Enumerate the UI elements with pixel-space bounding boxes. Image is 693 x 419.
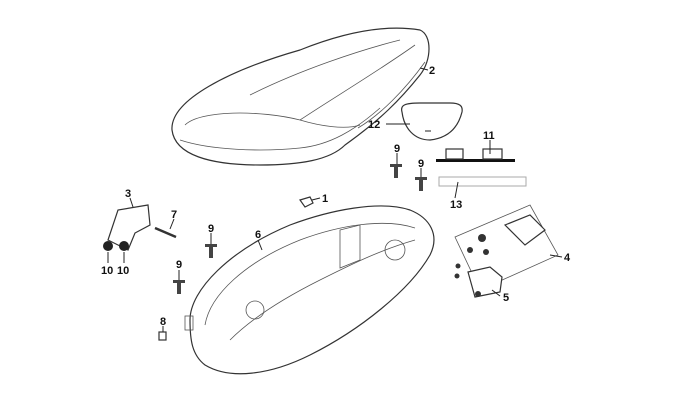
callout-9d: 9: [176, 259, 182, 271]
clip-part: [299, 196, 314, 208]
callout-3: 3: [125, 188, 131, 200]
callout-5: 5: [503, 292, 509, 304]
callout-7: 7: [171, 209, 177, 221]
callout-1: 1: [322, 193, 328, 205]
callout-10a: 10: [101, 265, 113, 277]
nut-part: [103, 241, 113, 251]
bolt-part: [154, 226, 177, 239]
seat-part: [171, 27, 430, 166]
callout-12: 12: [368, 119, 380, 131]
speed-nut-part: [158, 331, 167, 341]
callout-4: 4: [564, 252, 571, 264]
hinge-bracket-part: [107, 204, 151, 251]
callout-6: 6: [255, 229, 261, 241]
seat-pad-part: [400, 102, 463, 141]
callout-2: 2: [429, 65, 435, 77]
nut-part: [119, 241, 129, 251]
callout-10b: 10: [117, 265, 129, 277]
callout-9a: 9: [394, 143, 400, 155]
lock-actuator-part: [454, 263, 503, 298]
callout-9b: 9: [418, 158, 424, 170]
callout-9c: 9: [208, 223, 214, 235]
screws: [173, 164, 427, 294]
callout-11: 11: [483, 130, 495, 142]
callout-13: 13: [450, 199, 462, 211]
helmet-box-part: [184, 205, 435, 375]
bracket-strip-part: [436, 140, 515, 162]
callout-8: 8: [160, 316, 166, 328]
foam-strip-part: [438, 176, 527, 187]
